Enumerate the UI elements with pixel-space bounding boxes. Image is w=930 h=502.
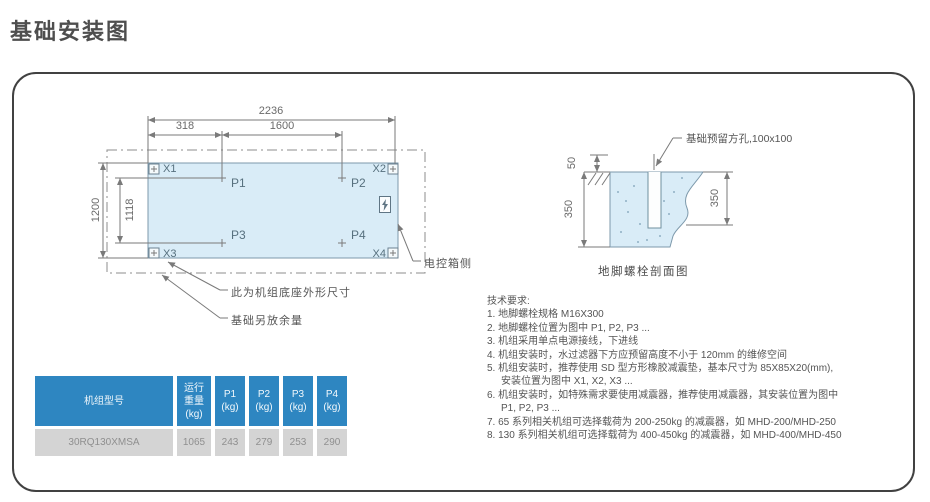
tech-line: 4. 机组安装时，水过滤器下方应预留高度不小于 120mm 的维修空间 [487,349,788,361]
point-cross-p2 [338,174,346,182]
tech-line: 8. 130 系列相关机组可选择载荷为 400-450kg 的减震器，如 MHD… [487,430,842,442]
anchor-label-x4: X4 [372,248,386,260]
tech-line: 5. 机组安装时，推荐使用 SD 型方形橡胶减震垫，基本尺寸为 85X85X20… [487,363,834,375]
leader-base-outline [167,261,228,291]
point-cross-p4 [338,239,346,247]
anchor-label-x1: X1 [163,163,177,175]
leader-hole [655,137,682,167]
label-reserved-hole: 基础预留方孔,100x100 [686,133,793,145]
dim-350-right: 350 [709,188,721,208]
cell-running-weight: 1065 [177,429,211,456]
tech-line: 安装位置为图中 X1, X2, X3 ... [501,376,633,388]
drawing-frame: 2236 318 1600 1200 1118 X1 X2 X3 X4 P1 P… [12,72,915,492]
diagram-linework [98,116,733,319]
cell-p4: 290 [317,429,347,456]
label-control-box-side: 电控箱侧 [424,258,472,270]
tech-line: 3. 机组采用单点电源接线，下进线 [487,336,639,348]
anchor-box-x4 [387,247,399,259]
anchor-box-x2 [387,163,399,175]
point-cross-p1 [218,174,226,182]
ground-hatch [584,171,611,186]
table-header-row: 机组型号 运行 重量 (kg) P1 (kg) P2 (kg) P3 (kg) … [35,376,347,426]
header-running-weight: 运行 重量 (kg) [177,376,211,426]
dim-350-left: 350 [563,199,575,219]
tech-line: 1. 地脚螺栓规格 M16X300 [487,309,604,321]
label-foundation-margin: 基础另放余量 [231,315,303,327]
leader-margin [161,274,228,319]
cell-p2: 279 [249,429,279,456]
header-p1: P1 (kg) [215,376,245,426]
foundation-outline-dashed [106,149,426,274]
dim-point-depth: 1118 [124,198,136,222]
tech-line: 7. 65 系列相关机组可选择载荷为 200-250kg 的减震器，如 MHD-… [487,416,836,428]
dim-total-depth: 1200 [90,197,102,223]
lightning-bolt-icon [382,198,388,211]
anchor-box-x3 [148,247,160,259]
point-label-p1: P1 [231,176,246,190]
dim-left-offset: 318 [175,120,195,132]
anchor-label-x3: X3 [163,248,177,260]
electric-control-box [379,196,391,213]
point-label-p2: P2 [351,176,366,190]
tech-line: 6. 机组安装时，如特殊需求要使用减震器，推荐使用减震器，其安装位置为图中 [487,389,839,401]
dim-point-span: 1600 [269,120,295,132]
label-base-outline: 此为机组底座外形尺寸 [231,287,351,299]
tech-line: 2. 地脚螺栓位置为图中 P1, P2, P3 ... [487,322,650,334]
point-label-p3: P3 [231,228,246,242]
point-cross-p3 [218,239,226,247]
leader-control-box [397,223,421,262]
header-model: 机组型号 [35,376,173,426]
tech-requirements: 技术要求: 1. 地脚螺栓规格 M16X300 2. 地脚螺栓位置为图中 P1,… [487,295,911,442]
tech-line: P1, P2, P3 ... [501,403,560,415]
unit-base-rect [147,162,399,259]
point-label-p4: P4 [351,228,366,242]
section-caption: 地脚螺栓剖面图 [598,266,689,278]
header-p3: P3 (kg) [283,376,313,426]
header-p4: P4 (kg) [317,376,347,426]
page-title: 基础安装图 [10,19,131,44]
cell-model: 30RQ130XMSA [35,429,173,456]
table-data-row: 30RQ130XMSA 1065 243 279 253 290 [35,429,347,456]
cell-p1: 243 [215,429,245,456]
header-p2: P2 (kg) [249,376,279,426]
tech-heading: 技术要求: [487,296,530,307]
weight-table: 机组型号 运行 重量 (kg) P1 (kg) P2 (kg) P3 (kg) … [35,376,347,456]
anchor-label-x2: X2 [372,163,386,175]
reserved-hole [647,154,662,229]
cell-p3: 253 [283,429,313,456]
dim-total-width: 2236 [258,105,284,117]
anchor-box-x1 [148,163,160,175]
dim-50: 50 [566,156,578,170]
